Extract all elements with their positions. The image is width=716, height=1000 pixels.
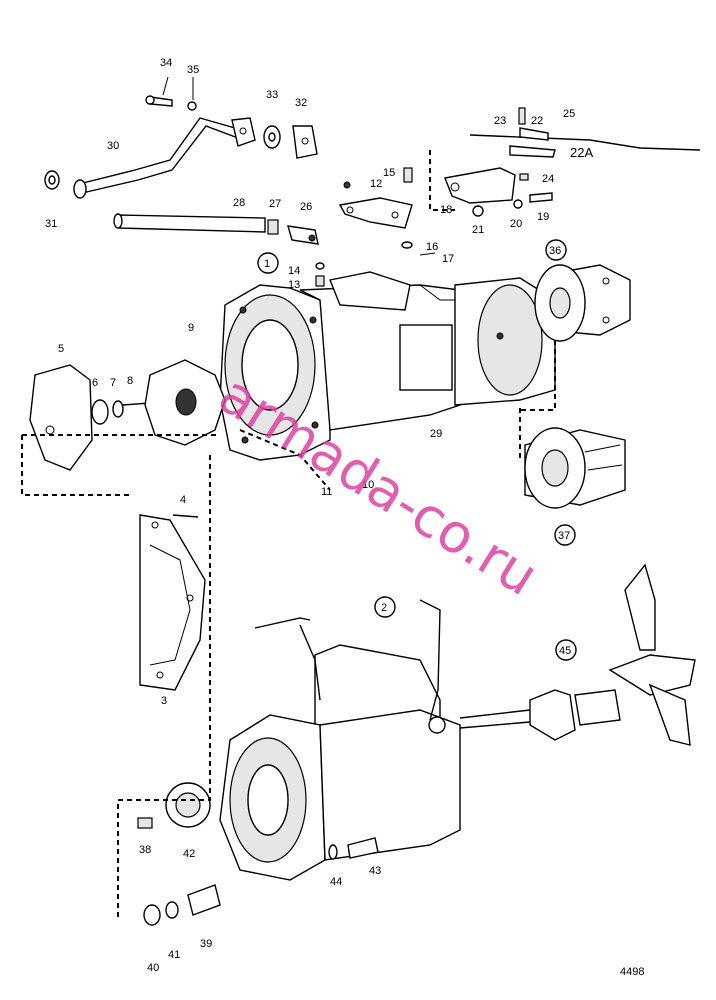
- callout-2: 2: [381, 602, 387, 614]
- callout-27: 27: [269, 198, 281, 210]
- callout-13: 13: [288, 279, 300, 291]
- callout-17: 17: [442, 253, 454, 265]
- callout-39: 39: [200, 938, 212, 950]
- hose-assembly: [113, 213, 319, 245]
- callout-5: 5: [58, 343, 64, 355]
- callout-9: 9: [188, 322, 194, 334]
- callout-44: 44: [330, 876, 342, 888]
- reverse-gear-assembly: [219, 599, 531, 881]
- bracket-assembly: [315, 167, 436, 287]
- callout-14: 14: [288, 265, 300, 277]
- water-pipe-assembly: [44, 76, 318, 199]
- callout-45: 45: [559, 645, 571, 657]
- callout-21: 21: [472, 224, 484, 236]
- callout-41: 41: [168, 949, 180, 961]
- callout-31: 31: [45, 218, 57, 230]
- gasket-3: [139, 514, 206, 691]
- callout-7: 7: [110, 377, 116, 389]
- callout-6: 6: [92, 377, 98, 389]
- callout-23: 23: [494, 115, 506, 127]
- callout-30: 30: [107, 140, 119, 152]
- callout-22a: 22A: [570, 145, 593, 160]
- circled-callouts: 1 36 37 2 45: [257, 239, 577, 661]
- callout-32: 32: [295, 97, 307, 109]
- propeller-assembly: [529, 563, 696, 746]
- callout-18: 18: [440, 204, 452, 216]
- callout-4: 4: [180, 494, 186, 506]
- callout-42: 42: [183, 848, 195, 860]
- callout-25: 25: [563, 108, 575, 120]
- coupling-flange-36: [534, 264, 631, 342]
- callout-24: 24: [542, 173, 554, 185]
- callout-labels: 34 35 33 32 30 31 28 27 26 12 15 16 17 1…: [45, 57, 593, 974]
- assembly-leader-lines: [21, 150, 556, 920]
- cable-bracket-assembly: [444, 107, 701, 217]
- pump-housing: [219, 271, 556, 461]
- callout-29: 29: [430, 428, 442, 440]
- callout-35: 35: [187, 64, 199, 76]
- callout-26: 26: [300, 201, 312, 213]
- callout-1: 1: [264, 258, 270, 270]
- callout-28: 28: [233, 197, 245, 209]
- callout-19: 19: [537, 211, 549, 223]
- figure-number: 4498: [620, 966, 644, 978]
- impeller-cover-assembly: [29, 359, 226, 471]
- callout-43: 43: [369, 865, 381, 877]
- callout-10: 10: [362, 479, 374, 491]
- coupling-flange-37: [524, 427, 626, 509]
- callout-15: 15: [383, 167, 395, 179]
- drive-gear-and-fasteners: [137, 782, 379, 926]
- callout-11: 11: [321, 486, 332, 498]
- callout-16: 16: [426, 241, 438, 253]
- callout-38: 38: [139, 844, 151, 856]
- callout-37: 37: [558, 530, 570, 542]
- callout-3: 3: [161, 695, 167, 707]
- callout-36: 36: [549, 245, 561, 257]
- callout-22: 22: [531, 115, 543, 127]
- callout-40: 40: [147, 962, 159, 974]
- callout-8: 8: [127, 375, 133, 387]
- callout-12: 12: [370, 178, 382, 190]
- callout-20: 20: [510, 218, 522, 230]
- callout-34: 34: [160, 57, 172, 69]
- callout-33: 33: [266, 89, 278, 101]
